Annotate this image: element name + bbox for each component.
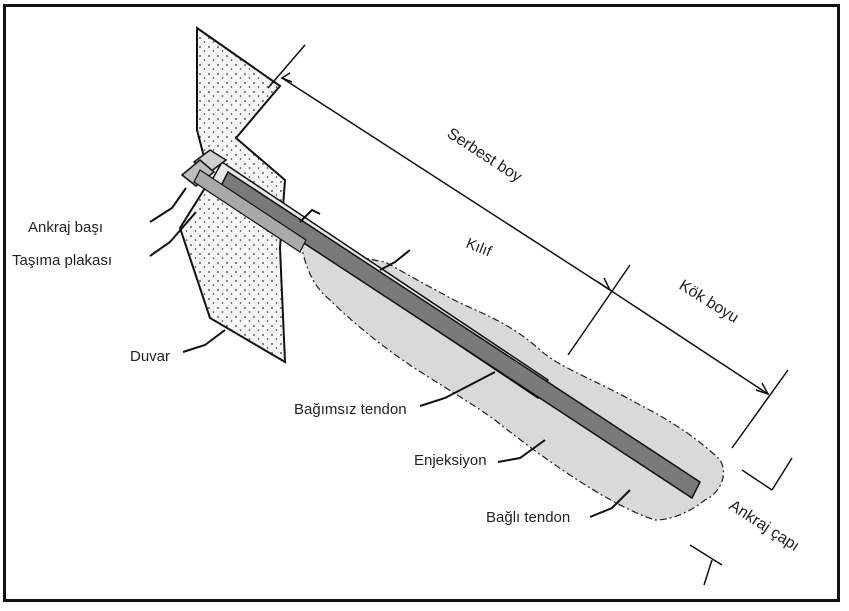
- leader-bagli-tendon: [589, 489, 631, 518]
- label-serbest-boy: Serbest boy: [444, 125, 525, 186]
- leader-kilif: [379, 249, 411, 271]
- leader-tasima-plakasi: [149, 211, 197, 257]
- leader-ankraj-basi: [149, 187, 187, 223]
- label-ankraj-basi: Ankraj başı: [28, 219, 103, 236]
- leader-duvar: [182, 329, 226, 353]
- leader-sheath-left: [299, 208, 321, 223]
- anchor-diameter-dimension: [689, 457, 793, 586]
- leader-bagimsiz-tendon: [419, 371, 496, 407]
- label-ankraj-capi: Ankraj çapı: [726, 497, 802, 555]
- label-tasima-plakasi: Taşıma plakası: [12, 252, 112, 269]
- label-enjeksiyon: Enjeksiyon: [414, 452, 487, 469]
- bonded-tendon: [219, 170, 701, 500]
- label-kilif: Kılıf: [464, 235, 495, 261]
- label-duvar: Duvar: [130, 348, 170, 365]
- label-bagli-tendon: Bağlı tendon: [486, 509, 570, 526]
- leader-enjeksiyon: [497, 439, 546, 463]
- free-length-dimension: [267, 44, 612, 293]
- label-bagimsiz-tendon: Bağımsız tendon: [294, 401, 407, 418]
- anchor-sleeve: [193, 169, 307, 253]
- label-kok-boyu: Kök boyu: [676, 277, 742, 327]
- bond-length-dimension: [567, 264, 789, 449]
